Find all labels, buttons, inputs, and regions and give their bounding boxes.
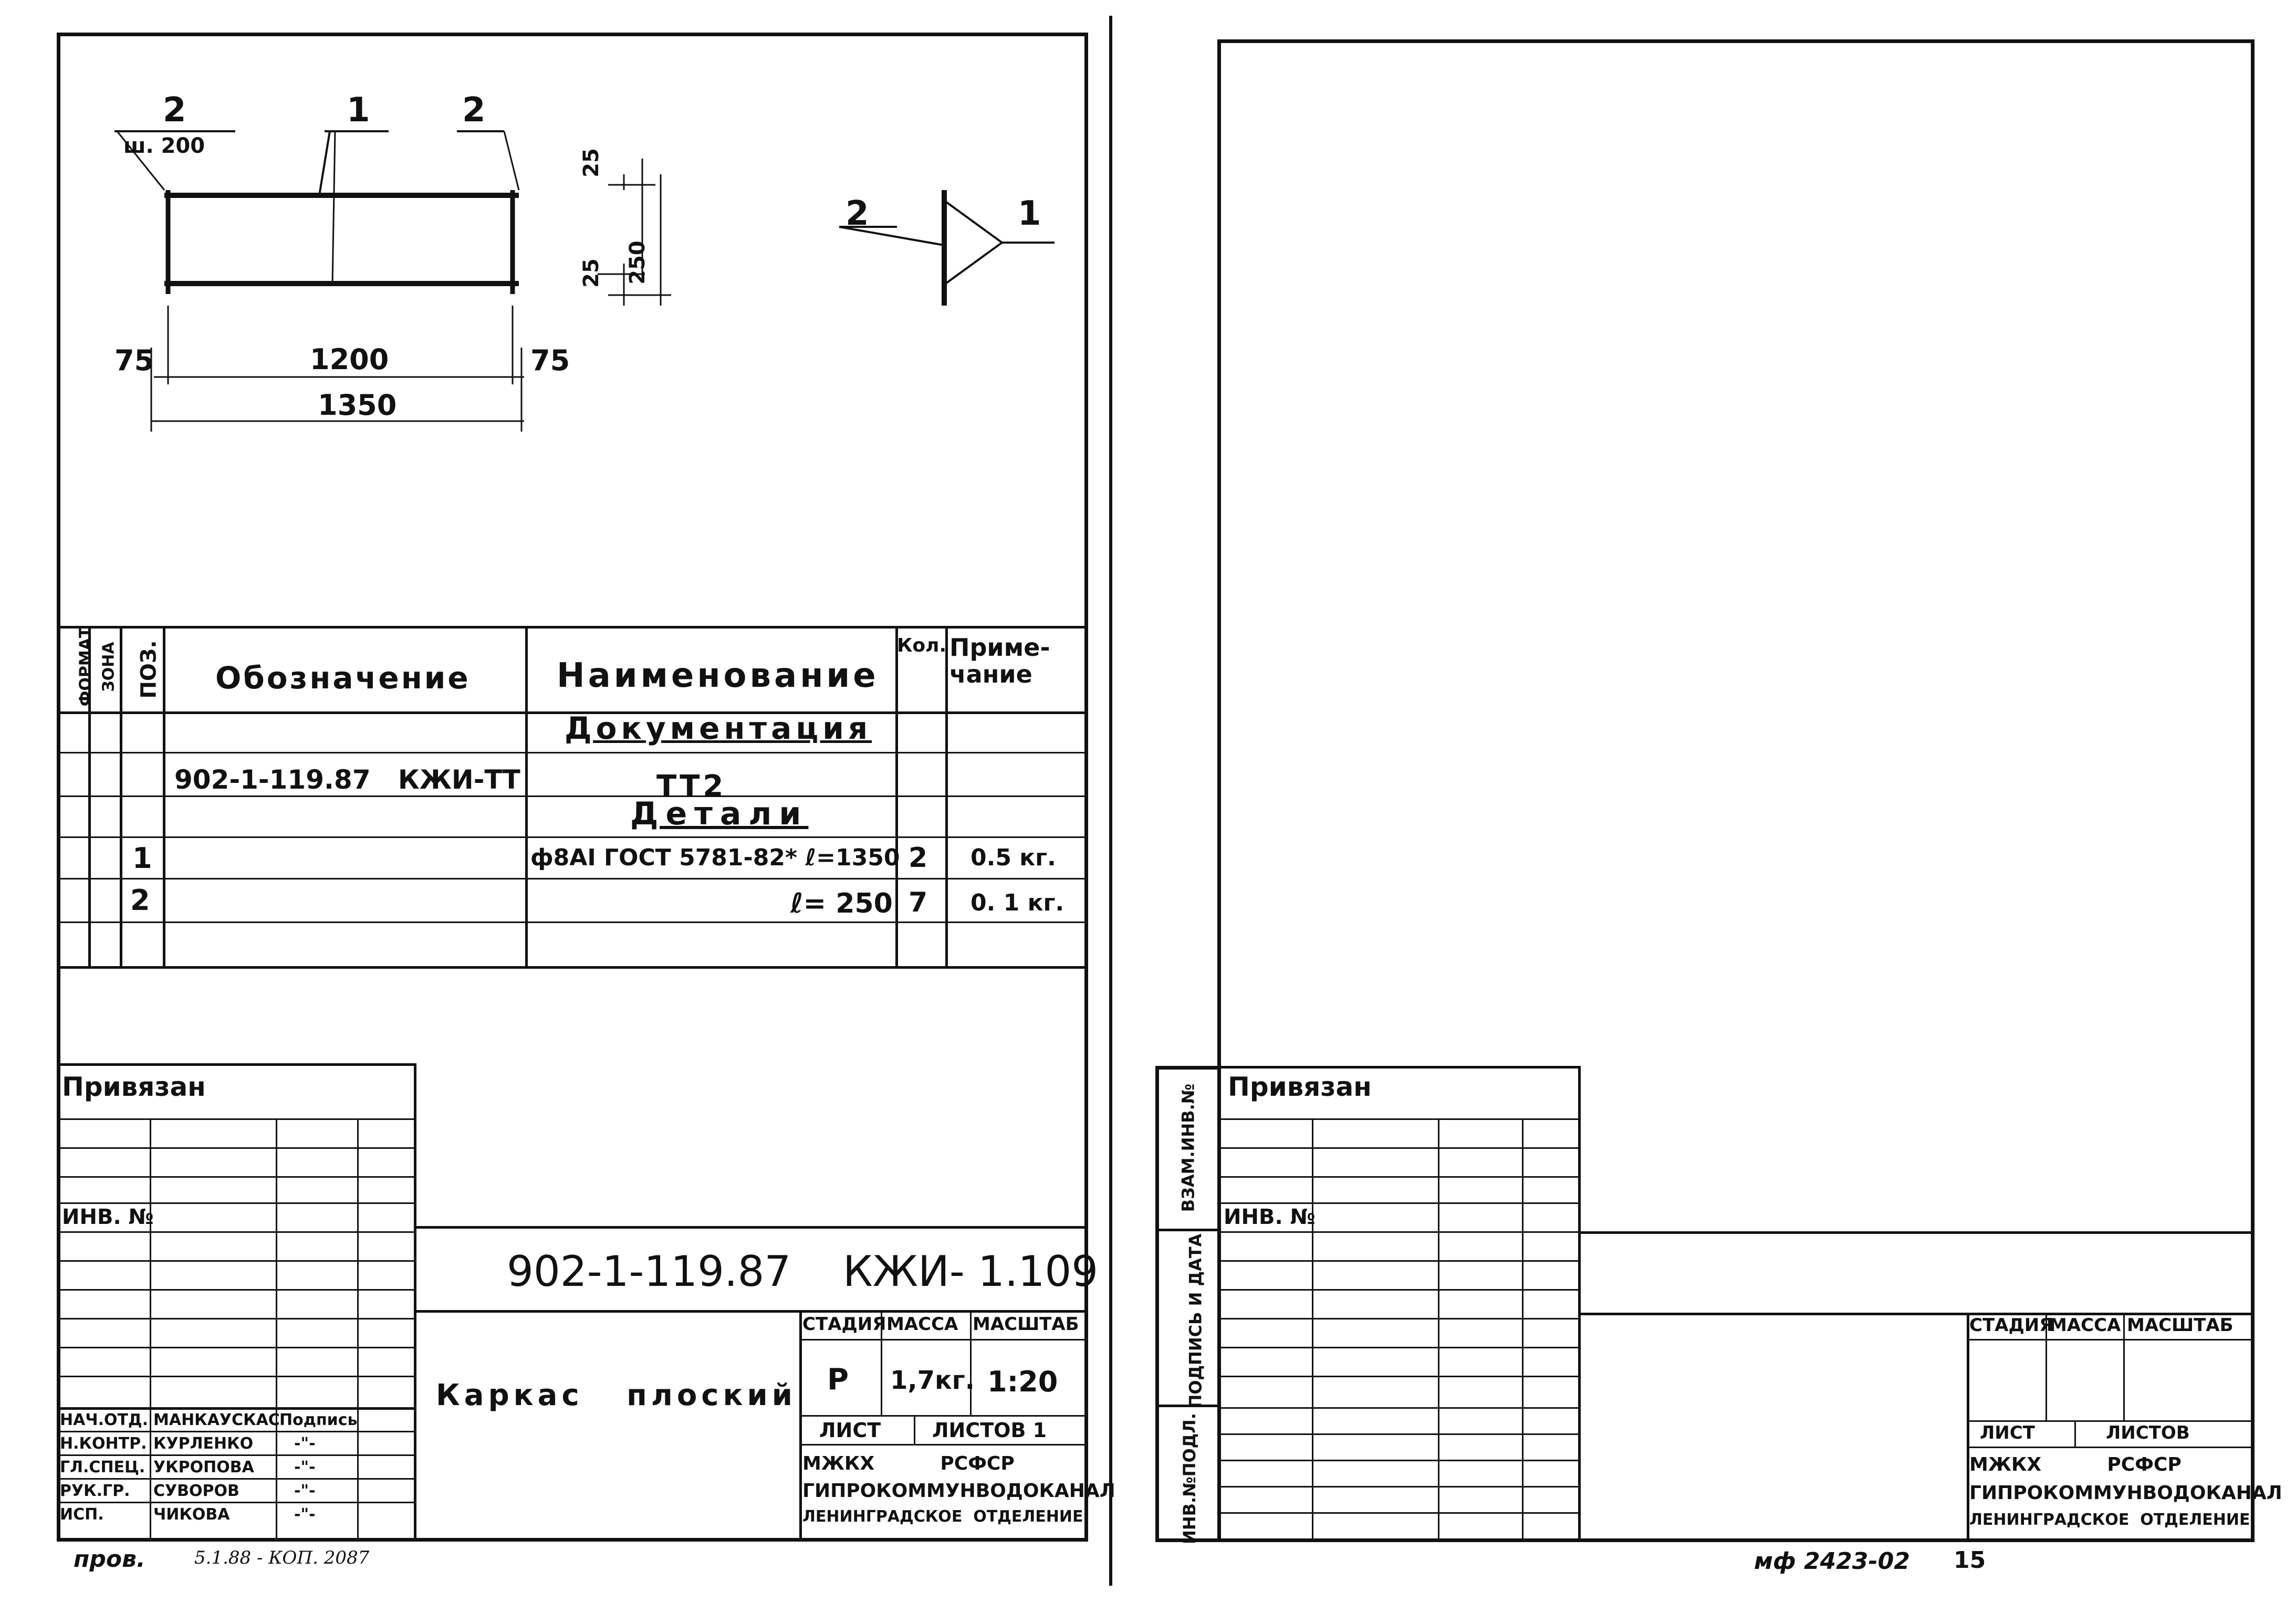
header-qty: Кол.	[897, 635, 947, 656]
sheets-label: ЛИСТОВ 1	[932, 1419, 1047, 1442]
handwritten-note: 5.1.88 - КОП. 2087	[194, 1547, 370, 1568]
inv-no-label-right: ИНВ. №	[1224, 1205, 1316, 1229]
callout-1: 1	[347, 91, 370, 130]
mass-label-right: МАССА	[2049, 1315, 2121, 1336]
footer-page: 15	[1954, 1547, 1986, 1574]
weld-label-1: 1	[1018, 194, 1041, 233]
sig-name-4: ЧИКОВА	[153, 1505, 230, 1524]
row2-note: 0. 1 кг.	[970, 889, 1064, 916]
header-designation: Обозначение	[215, 660, 471, 696]
header-name: Наименование	[557, 656, 879, 695]
row-tt2: ТТ2	[656, 769, 727, 803]
frame-drawing	[114, 130, 1055, 432]
footer-doc-no: мф 2423-02	[1754, 1548, 1910, 1575]
header-note: Приме-чание	[949, 633, 1050, 688]
callout-2-left: 2	[163, 91, 186, 130]
scale-value: 1:20	[987, 1365, 1058, 1398]
inv-no-label: ИНВ. №	[62, 1205, 154, 1229]
weld-label-2: 2	[846, 194, 869, 233]
sig-sign-0: Подпись	[279, 1411, 358, 1429]
header-pos: ПОЗ.	[137, 640, 161, 699]
callout-2-right: 2	[462, 91, 486, 130]
org-line-1-right: МЖКХ РСФСР	[1969, 1454, 2182, 1475]
sheet-code: КЖИ- 1.109	[843, 1247, 1099, 1296]
sig-role-0: НАЧ.ОТД.	[60, 1411, 149, 1429]
sig-name-1: КУРЛЕНКО	[153, 1434, 254, 1453]
dim-75-left: 75	[114, 344, 154, 377]
sheets-label-right: ЛИСТОВ	[2106, 1422, 2190, 1443]
header-zone: ЗОНА	[99, 642, 118, 692]
mass-label: МАССА	[886, 1314, 958, 1335]
row1-qty: 2	[909, 842, 928, 874]
row2-name: ℓ= 250	[790, 888, 893, 919]
spacing-label: ш. 200	[123, 134, 205, 158]
dim-75-right: 75	[530, 344, 570, 377]
sig-role-4: ИСП.	[60, 1505, 104, 1524]
right-sheet-frame	[1217, 39, 2255, 1542]
sig-sign-4: -"-	[294, 1505, 316, 1524]
sig-sign-3: -"-	[294, 1482, 316, 1500]
row-details: Детали	[630, 795, 809, 832]
mass-value: 1,7кг.	[890, 1366, 975, 1395]
prov-label: пров.	[74, 1546, 145, 1573]
org-line-1: МЖКХ РСФСР	[802, 1453, 1015, 1474]
sig-name-3: СУВОРОВ	[153, 1482, 239, 1500]
stage-label: СТАДИЯ	[802, 1314, 886, 1335]
row1-pos: 1	[132, 842, 152, 875]
side-podpis: ПОДПИСЬ И ДАТА	[1185, 1233, 1206, 1409]
stage-value: Р	[827, 1363, 849, 1397]
stage-label-right: СТАДИЯ	[1969, 1315, 2053, 1336]
drawing-code: 902-1-119.87	[507, 1247, 791, 1296]
side-vzam: ВЗАМ.ИНВ.№	[1178, 1083, 1198, 1212]
sig-name-2: УКРОПОВА	[153, 1458, 254, 1476]
row-designation-code: 902-1-119.87 КЖИ-ТТ	[174, 764, 520, 795]
sig-sign-2: -"-	[294, 1458, 316, 1476]
scale-label-right: МАСШТАБ	[2127, 1315, 2234, 1336]
header-format: ФОРМАТ	[76, 627, 95, 707]
dim-25-top: 25	[579, 148, 603, 177]
org-line-3-right: ЛЕНИНГРАДСКОЕ ОТДЕЛЕНИЕ	[1969, 1511, 2250, 1529]
sheet-label-right: ЛИСТ	[1980, 1422, 2035, 1443]
row2-qty: 7	[909, 887, 928, 918]
org-line-2-right: ГИПРОКОММУНВОДОКАНАЛ	[1969, 1482, 2282, 1504]
row1-name: ф8АI ГОСТ 5781-82* ℓ=1350	[530, 844, 900, 871]
sheet-label: ЛИСТ	[819, 1419, 881, 1442]
row1-note: 0.5 кг.	[970, 844, 1056, 871]
sig-sign-1: -"-	[294, 1434, 316, 1453]
dim-1350: 1350	[318, 389, 397, 422]
org-line-2: ГИПРОКОММУНВОДОКАНАЛ	[802, 1480, 1115, 1502]
drawing-title: Каркас плоский	[436, 1378, 797, 1412]
sig-role-1: Н.КОНТР.	[60, 1434, 147, 1453]
sig-role-2: ГЛ.СПЕЦ.	[60, 1458, 145, 1476]
sig-name-0: МАНКАУСКАС	[153, 1411, 280, 1429]
dim-25-bottom: 25	[579, 258, 603, 288]
left-sheet-frame	[57, 33, 1088, 1542]
sig-role-3: РУК.ГР.	[60, 1482, 130, 1500]
dim-250: 250	[625, 240, 650, 285]
org-line-3: ЛЕНИНГРАДСКОЕ ОТДЕЛЕНИЕ	[802, 1507, 1083, 1526]
row-documentation: Документация	[565, 710, 872, 746]
side-stamp-column	[1155, 1066, 1221, 1542]
privyazan-label: Привязан	[62, 1072, 206, 1102]
dim-1200: 1200	[310, 343, 389, 376]
scale-label: МАСШТАБ	[973, 1314, 1079, 1335]
privyazan-label-right: Привязан	[1228, 1072, 1372, 1102]
row2-pos: 2	[130, 884, 150, 917]
sheet-divider	[1109, 16, 1112, 1586]
side-inv: ИНВ.№ПОДЛ.	[1179, 1413, 1199, 1544]
